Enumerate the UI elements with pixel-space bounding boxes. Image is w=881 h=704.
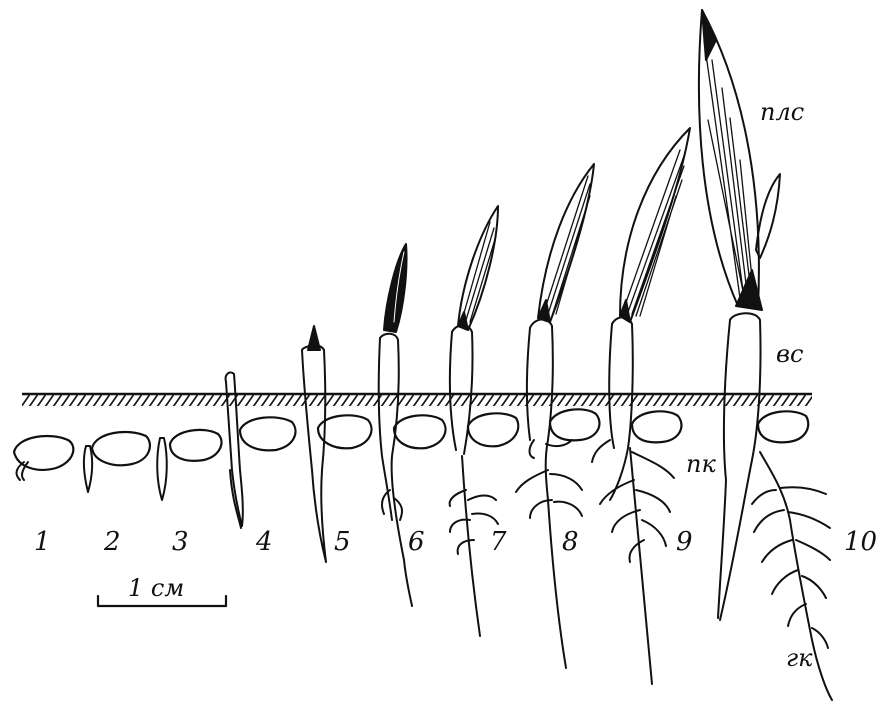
stage-number-8: 8 xyxy=(562,527,579,557)
stage-number-2: 2 xyxy=(103,527,121,557)
seed-8 xyxy=(550,409,599,440)
scale-bar: 1 см xyxy=(98,574,226,606)
seed-2 xyxy=(92,432,150,465)
scale-bar-label: 1 см xyxy=(128,574,184,602)
seed-10 xyxy=(758,411,808,442)
label-vs: вс xyxy=(776,340,803,368)
stage-number-5: 5 xyxy=(334,527,351,557)
seed-1 xyxy=(14,436,73,470)
seedling-6 xyxy=(379,244,412,606)
seed-7 xyxy=(468,413,518,446)
soil-surface xyxy=(22,394,812,406)
label-pk: пк xyxy=(686,450,716,478)
stage-number-6: 6 xyxy=(408,527,425,557)
label-gk: гк xyxy=(786,644,813,672)
seed-3 xyxy=(170,430,222,461)
label-pls: плс xyxy=(760,98,804,126)
seed-9 xyxy=(632,411,681,442)
stage-numbers: 1 2 3 4 5 6 7 8 9 10 xyxy=(34,527,877,557)
seed-4 xyxy=(240,417,295,450)
seed-6 xyxy=(394,415,445,448)
seedling-5 xyxy=(302,326,326,562)
stage-number-10: 10 xyxy=(844,527,877,557)
stage-number-4: 4 xyxy=(255,527,273,557)
stage-number-9: 9 xyxy=(676,527,693,557)
seedling-7 xyxy=(450,206,498,636)
stage-number-1: 1 xyxy=(34,527,51,557)
stage-number-3: 3 xyxy=(172,527,189,557)
stage-number-7: 7 xyxy=(490,527,507,557)
